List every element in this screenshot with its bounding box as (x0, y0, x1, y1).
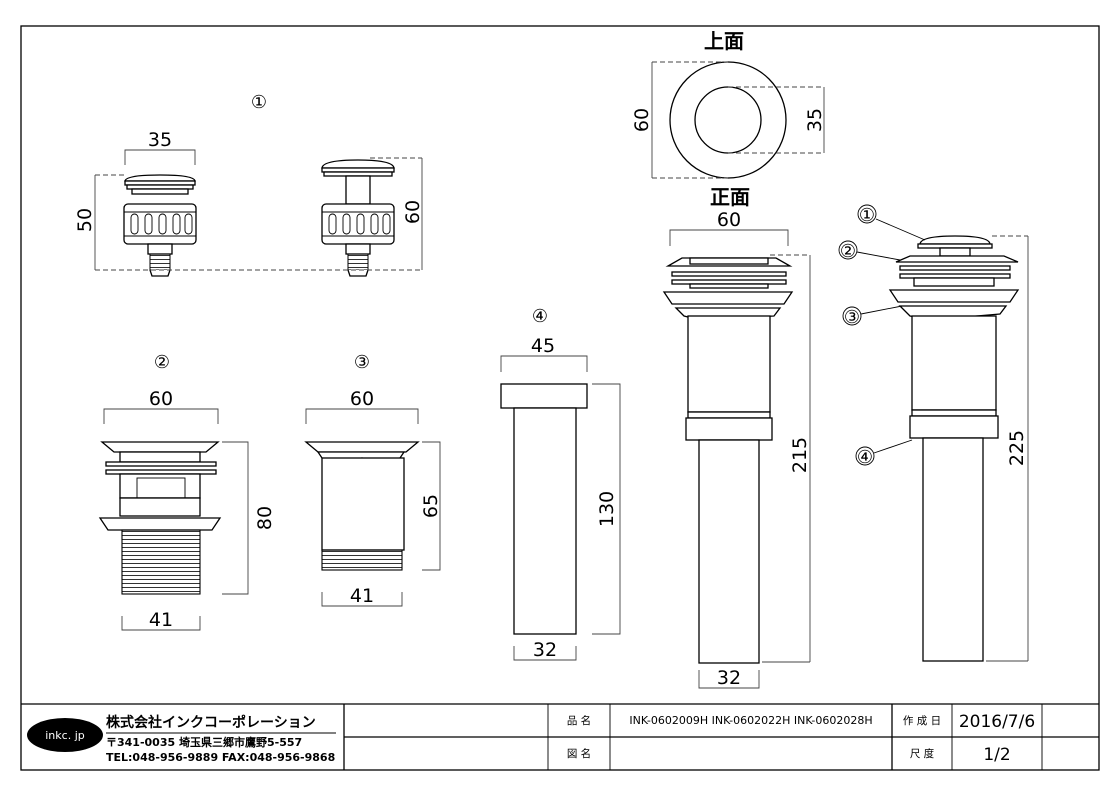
dim-p3-bottom: 41 (350, 585, 374, 607)
dim-p4-bottom: 32 (533, 639, 557, 661)
dim-p4-top: 45 (531, 335, 555, 357)
assembly-callout-2: ② (840, 241, 856, 262)
logo-text: inkc. jp (45, 729, 84, 742)
assembly-callouts (838, 204, 926, 466)
date-value: 2016/7/6 (959, 712, 1035, 732)
front-view-drawing (662, 257, 794, 664)
front-view-dimensions (669, 229, 811, 689)
dim-p2-height: 80 (254, 506, 276, 530)
top-view-title: 上面 (704, 29, 744, 53)
dim-p1-open-height: 60 (402, 200, 424, 224)
part-4-dimensions (500, 355, 621, 661)
dim-p4-height: 130 (596, 491, 618, 527)
scale-label: 尺 度 (910, 747, 935, 760)
dim-front-bottom: 32 (717, 667, 741, 689)
part-1-open (321, 159, 395, 277)
dim-front-height: 215 (789, 437, 811, 473)
part-3-drawing (304, 441, 420, 571)
dim-p1-closed-height: 50 (74, 208, 96, 232)
top-view-drawing (669, 61, 787, 179)
assembly-callout-4: ④ (857, 447, 873, 468)
part-2-drawing (98, 441, 222, 595)
dim-front-top: 60 (717, 209, 741, 231)
product-name-value: INK-0602009H INK-0602022H INK-0602028H (629, 714, 872, 727)
dim-top-inner: 35 (804, 108, 826, 132)
part-1-dimensions (94, 149, 423, 271)
company-address: 〒341-0035 埼玉県三郷市鷹野5-557 (106, 735, 302, 749)
scale-value: 1/2 (983, 745, 1010, 765)
dim-top-outer: 60 (631, 108, 653, 132)
dim-p3-top: 60 (350, 388, 374, 410)
part-4-label: ④ (532, 306, 548, 327)
part-3-label: ③ (354, 352, 370, 373)
assembly-callout-1: ① (859, 205, 875, 226)
dim-p2-top: 60 (149, 388, 173, 410)
company-logo (27, 718, 103, 752)
assembly-dimensions (986, 235, 1029, 662)
front-view-title: 正面 (710, 185, 750, 209)
part-3-dimensions (305, 408, 441, 607)
product-name-label: 品 名 (567, 714, 591, 727)
assembly-drawing (888, 235, 1020, 662)
dim-assembly-height: 225 (1006, 430, 1028, 466)
part-2-dimensions (103, 408, 249, 631)
dim-p1-width: 35 (148, 129, 172, 151)
company-contact: TEL:048-956-9889 FAX:048-956-9868 (106, 751, 335, 764)
drawing-name-label: 図 名 (567, 747, 591, 760)
assembly-callout-3: ③ (844, 307, 860, 328)
title-block (21, 703, 1099, 770)
dim-p2-bottom: 41 (149, 609, 173, 631)
date-label: 作 成 日 (903, 715, 941, 727)
dim-p3-height: 65 (420, 494, 442, 518)
part-2-label: ② (154, 352, 170, 373)
part-4-drawing (500, 383, 588, 635)
part-1-label: ① (251, 92, 267, 113)
company-name: 株式会社インクコーポレーション (106, 714, 316, 731)
part-1-closed (123, 174, 197, 277)
sheet-border (20, 25, 1100, 771)
top-view-dimensions (651, 61, 825, 179)
